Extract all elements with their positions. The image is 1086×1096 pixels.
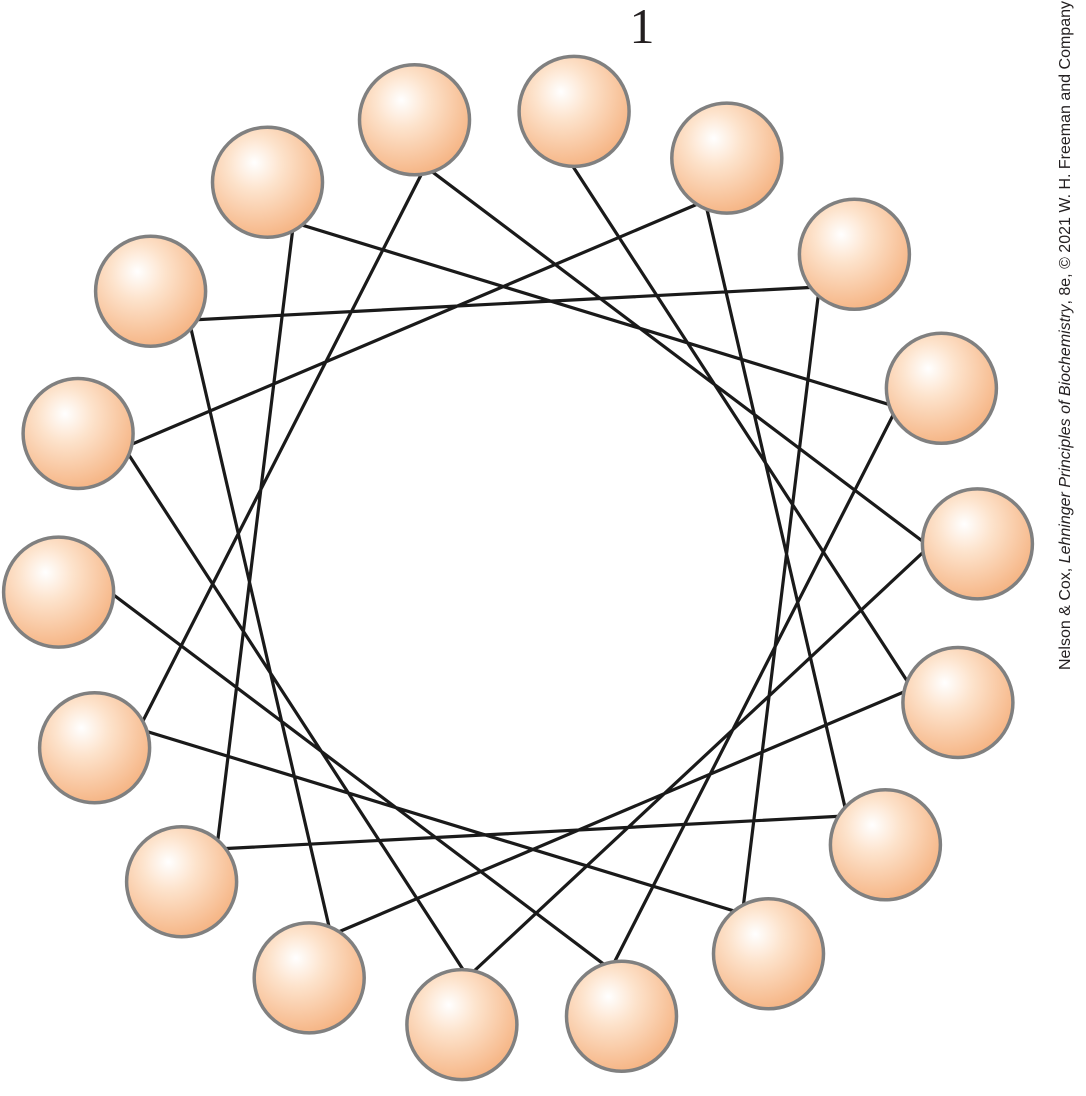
residue-8 <box>357 63 472 177</box>
credit-text: Nelson & Cox, Lehninger Principles of Bi… <box>1056 1 1076 705</box>
residue-circles <box>1 54 1035 1082</box>
residue-5 <box>797 197 912 312</box>
residue-14 <box>124 824 239 939</box>
residue-12 <box>670 101 784 215</box>
residue-10 <box>405 967 519 1082</box>
residue-11 <box>21 376 135 491</box>
residue-7 <box>37 690 152 805</box>
residue-15 <box>210 125 325 239</box>
copyright-credit: Nelson & Cox, Lehninger Principles of Bi… <box>1046 1 1086 705</box>
residue-connectors <box>105 158 932 980</box>
residue-16 <box>884 331 999 446</box>
residue-6 <box>711 897 826 1011</box>
credit-edition: , 8e, © 2021 W. H. Freeman and Company <box>1057 1 1074 305</box>
credit-book-title: Lehninger Principles of Biochemistry <box>1057 304 1074 564</box>
residue-18 <box>1 535 116 649</box>
residue-2 <box>901 645 1015 760</box>
residue-1-label: 1 <box>629 0 655 54</box>
residue-17 <box>564 959 679 1073</box>
residue-1 <box>517 54 631 169</box>
residue-4 <box>93 234 208 348</box>
residue-9 <box>920 487 1035 601</box>
residue-13 <box>828 788 943 902</box>
residue-3 <box>252 921 366 1035</box>
residue-connector-path <box>105 158 932 980</box>
credit-authors: Nelson & Cox, <box>1057 563 1074 671</box>
